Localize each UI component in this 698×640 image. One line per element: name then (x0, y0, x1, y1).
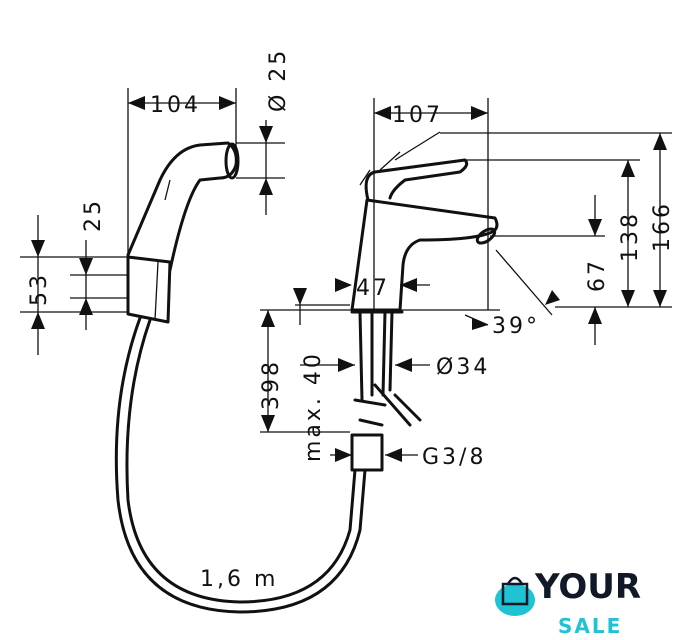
dim-104: 104 (150, 93, 201, 118)
dim-53: 53 (27, 272, 52, 306)
dim-hole-diameter: Ø34 (436, 355, 490, 380)
hose (114, 316, 367, 614)
hand-shower (126, 141, 240, 324)
dim-max-40: max. 40 (301, 351, 326, 462)
dim-166: 166 (650, 201, 675, 252)
hose-inner-edge (125, 318, 357, 604)
logo-text-sale: SALE (558, 614, 622, 638)
dim-398: 398 (259, 359, 284, 410)
dim-107: 107 (392, 103, 443, 128)
dim-39-degrees: 39° (492, 314, 540, 339)
your-sale-logo: YOUR SALE (495, 567, 641, 638)
faucet (350, 131, 499, 472)
dimension-arrows (31, 96, 667, 462)
dimension-lines (20, 88, 672, 456)
dim-hose-length: 1,6 m (200, 567, 278, 592)
dim-shower-diameter: Ø 25 (266, 48, 291, 112)
logo-text-your: YOUR (534, 567, 641, 607)
dim-25: 25 (81, 198, 106, 232)
dim-138: 138 (618, 211, 643, 262)
dim-thread: G3/8 (422, 445, 486, 470)
dim-47: 47 (356, 276, 390, 301)
dim-67: 67 (585, 258, 610, 292)
